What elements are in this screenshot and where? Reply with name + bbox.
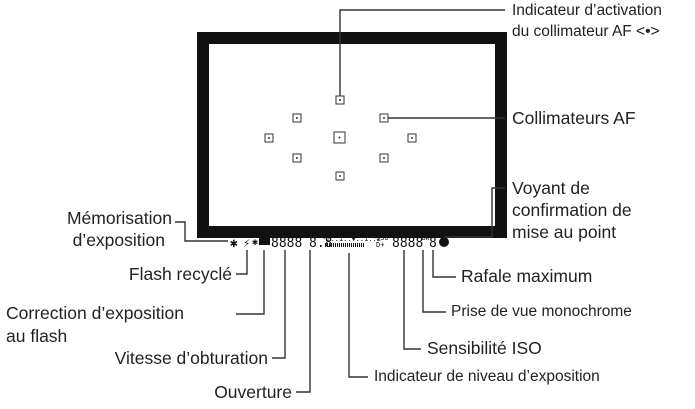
label-af-points: Collimateurs AF — [512, 108, 636, 128]
label-focus-confirm-2: confirmation de — [512, 200, 632, 220]
label-shutter-speed: Vitesse d’obturation — [114, 348, 268, 368]
burst-segments: 8 — [429, 236, 437, 251]
flash-symbol: ⚡ — [243, 236, 250, 250]
label-af-point-activation-1: Indicateur d’activation — [512, 2, 662, 19]
label-focus-confirm-1: Voyant de — [512, 178, 590, 198]
fec-symbol: ✱ — [252, 237, 258, 248]
exposure-scale-text: -2..1..▼..1.:2 — [322, 235, 381, 243]
label-focus-confirm-3: mise au point — [512, 222, 617, 242]
iso-segments: 8888 — [392, 236, 423, 251]
label-af-point-activation-2: du collimateur AF <•> — [512, 23, 660, 40]
label-ae-lock-2: d’exposition — [72, 230, 165, 250]
fec-box — [259, 236, 270, 245]
info-display: ✱ ⚡ ✱ 8888 8.8 -2..1..▼..1.:2 ISO D+ 888… — [230, 234, 449, 251]
label-max-burst: Rafale maximum — [461, 266, 593, 286]
viewfinder-frame — [197, 32, 507, 238]
shutter-segments: 8888 — [271, 236, 302, 251]
af-points — [264, 95, 417, 181]
iso-label: ISO — [376, 234, 389, 242]
label-flash-ready: Flash recyclé — [128, 264, 232, 284]
aperture-segments: 8.8 — [309, 236, 332, 251]
ae-lock-symbol: ✱ — [230, 236, 238, 251]
exposure-scale-bars — [325, 243, 364, 247]
label-flash-comp-2: au flash — [6, 326, 68, 346]
label-aperture: Ouverture — [214, 382, 292, 402]
focus-confirm-dot — [439, 237, 449, 247]
mono-label: BW — [422, 235, 430, 242]
d-plus-label: D+ — [376, 241, 384, 249]
label-flash-comp-1: Correction d’exposition — [6, 303, 185, 323]
label-iso: Sensibilité ISO — [427, 338, 542, 358]
label-ae-lock-1: Mémorisation — [66, 208, 172, 228]
label-monochrome: Prise de vue monochrome — [451, 303, 632, 320]
label-exposure-level: Indicateur de niveau d’exposition — [374, 368, 600, 385]
leader-lines — [175, 9, 505, 393]
